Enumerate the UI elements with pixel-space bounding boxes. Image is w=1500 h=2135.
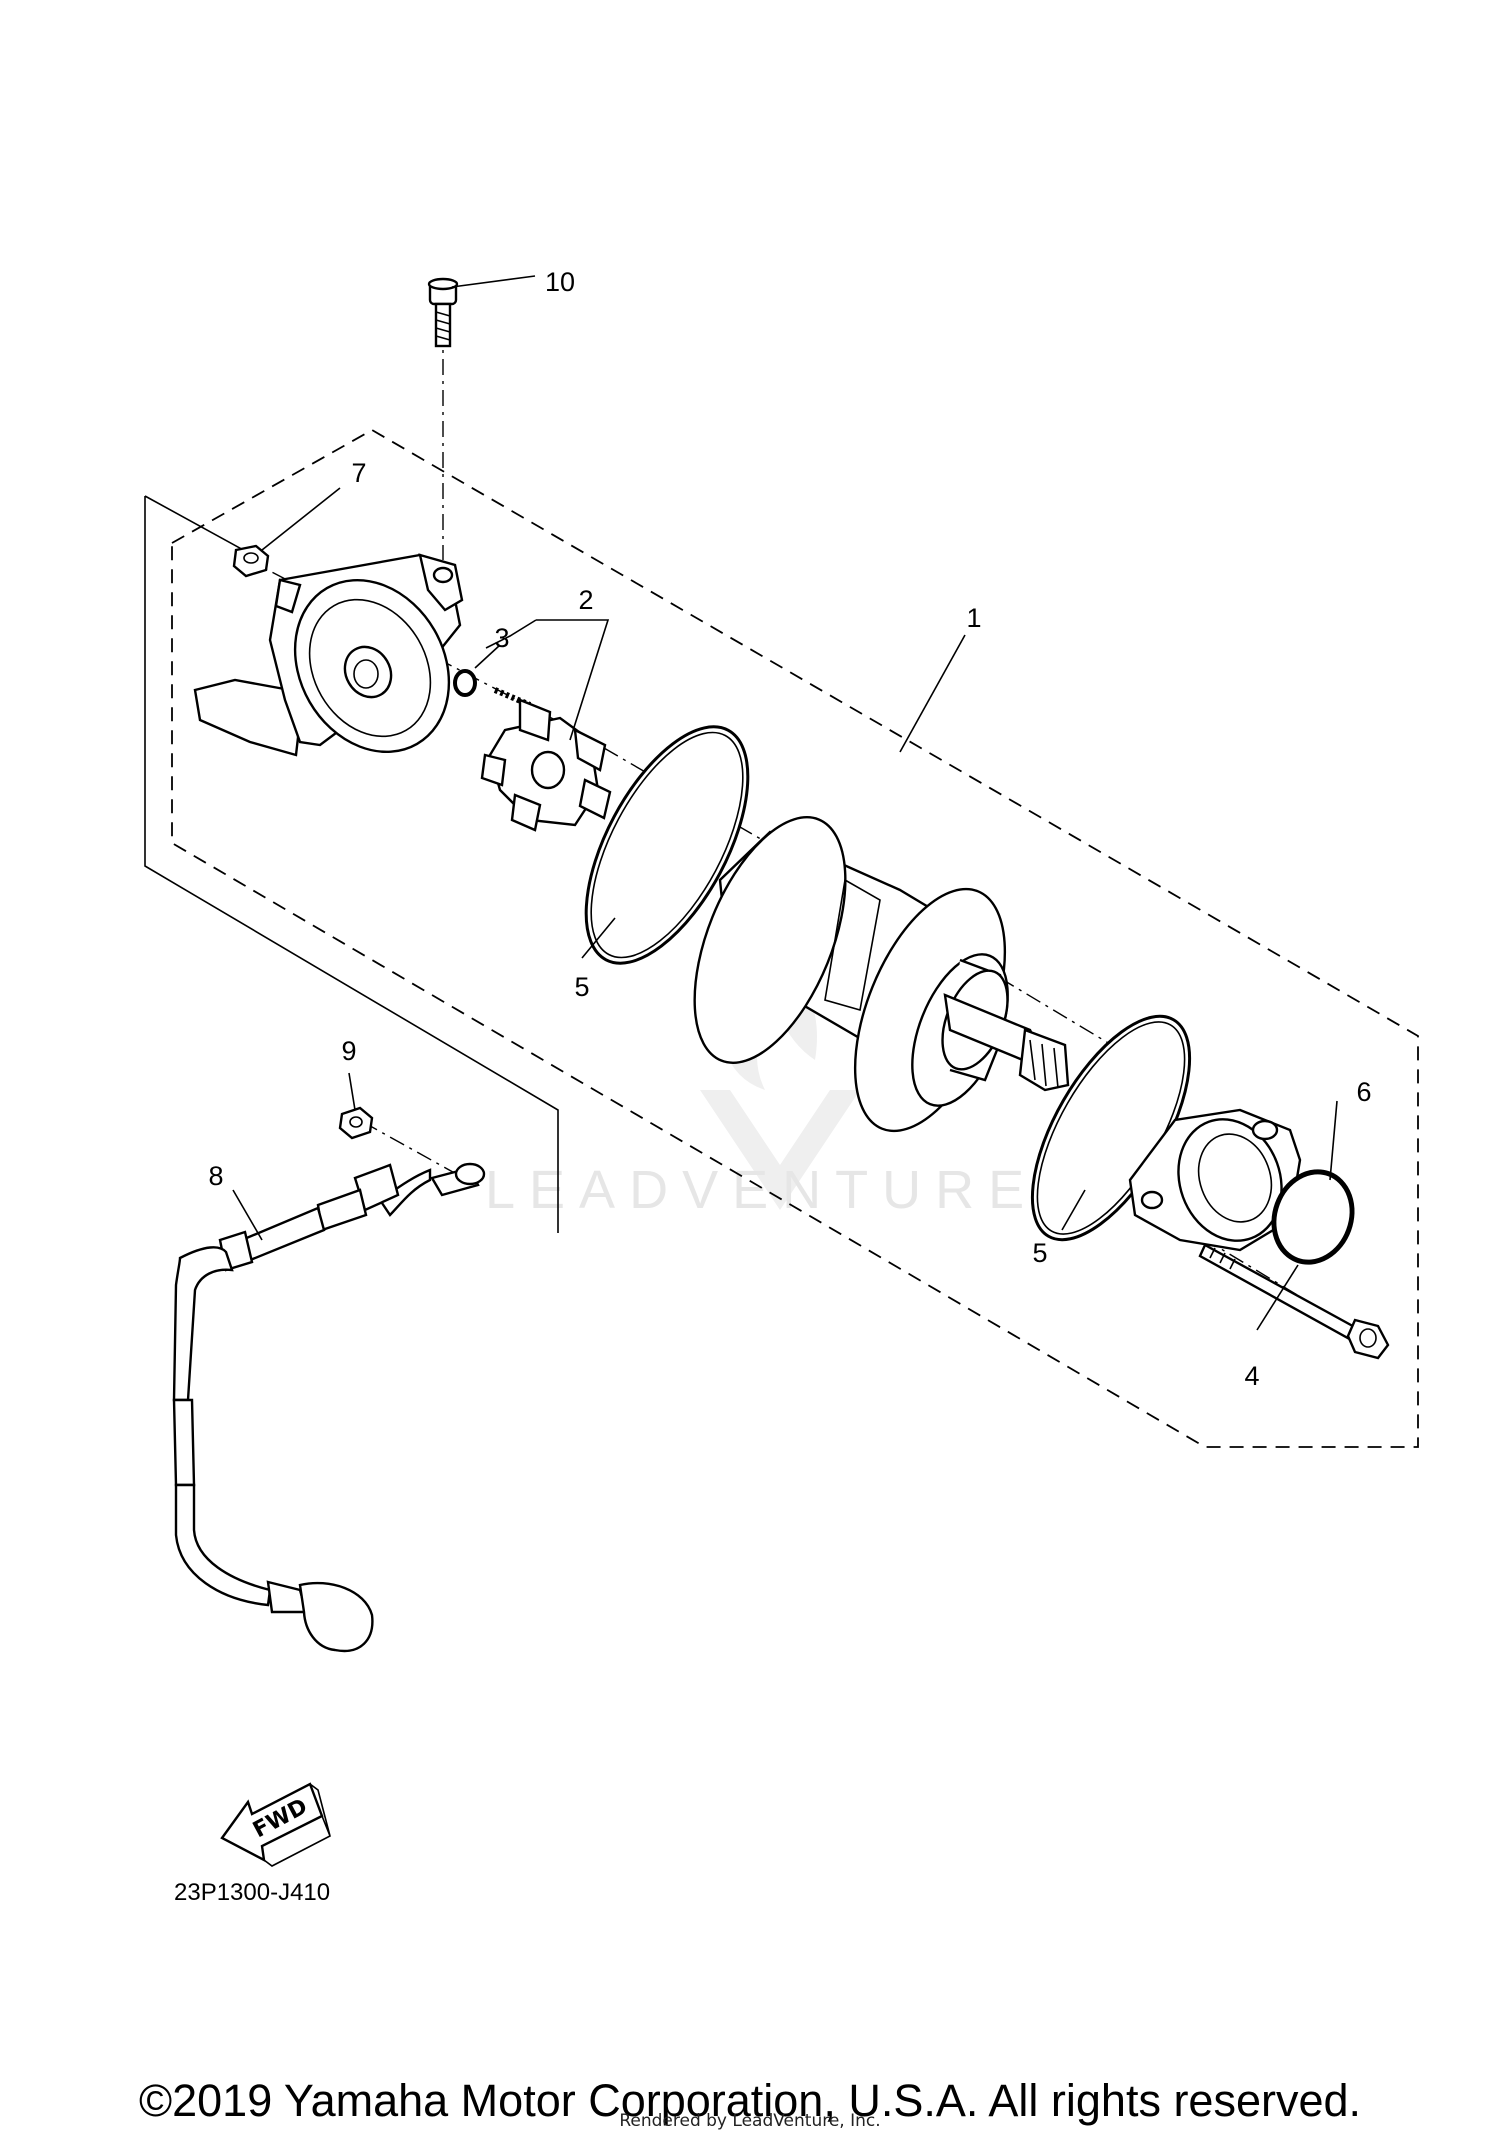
nut-7 bbox=[232, 544, 270, 578]
starter-lead-8 bbox=[172, 1162, 486, 1653]
watermark-v-icon bbox=[700, 1090, 860, 1210]
callout-3: 3 bbox=[494, 623, 509, 653]
bolt-10 bbox=[427, 277, 459, 348]
o-ring-3 bbox=[453, 669, 477, 697]
fwd-direction-arrow: FWD bbox=[220, 1782, 332, 1867]
fwd-arrow-icon bbox=[220, 1782, 324, 1863]
o-ring-5-left bbox=[584, 725, 750, 965]
rendered-by-notice: Rendered by LeadVenture, Inc. bbox=[619, 2111, 881, 2131]
rear-cover bbox=[1128, 1108, 1302, 1252]
nut-9-axis bbox=[362, 1121, 461, 1177]
callout-6: 6 bbox=[1356, 1077, 1371, 1107]
callout-1: 1 bbox=[966, 603, 981, 633]
callout-10: 10 bbox=[545, 267, 575, 297]
callout-8: 8 bbox=[208, 1161, 223, 1191]
callout-2: 2 bbox=[578, 585, 593, 615]
through-bolt-4 bbox=[1198, 1243, 1390, 1360]
callout-5-left: 5 bbox=[574, 972, 589, 1002]
leader-lines bbox=[232, 275, 1338, 1331]
callout-9: 9 bbox=[341, 1036, 356, 1066]
front-cover-bracket bbox=[193, 553, 464, 757]
nut-9 bbox=[338, 1106, 374, 1140]
copyright-notice: ©2019 Yamaha Motor Corporation, U.S.A. A… bbox=[138, 2075, 1362, 2126]
callout-5-right: 5 bbox=[1032, 1238, 1047, 1268]
callout-4: 4 bbox=[1244, 1361, 1259, 1391]
diagram-code: 23P1300-J410 bbox=[174, 1879, 330, 1906]
callout-7: 7 bbox=[351, 458, 366, 488]
brush-holder-2 bbox=[480, 687, 612, 832]
lead-boundary bbox=[144, 495, 559, 1233]
starter-assembly-boundary bbox=[171, 428, 1419, 1448]
starter-motor-body bbox=[693, 816, 1070, 1133]
watermark-text: LEADVENTURE bbox=[485, 1160, 1038, 1220]
o-ring-6 bbox=[1271, 1169, 1355, 1265]
o-ring-5-left-inner bbox=[590, 731, 744, 959]
